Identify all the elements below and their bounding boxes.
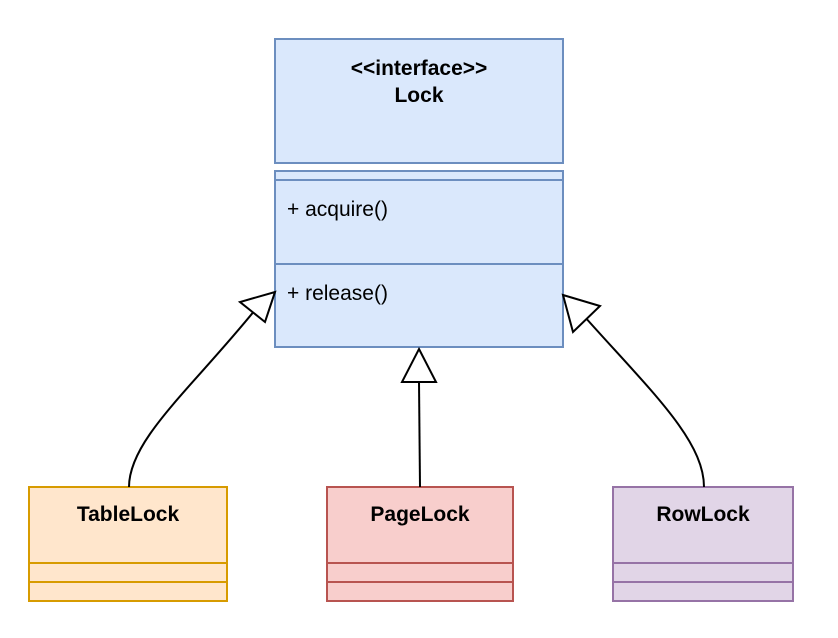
- method-release: + release(): [287, 282, 388, 305]
- interface-lock[interactable]: <<interface>> Lock + acquire() + release…: [274, 38, 564, 348]
- arrowhead-tablelock: [237, 290, 277, 324]
- edge-tablelock-to-lock[interactable]: [128, 309, 256, 488]
- class-tablelock-attributes: [28, 562, 228, 583]
- class-tablelock-header: [28, 486, 228, 564]
- interface-method-acquire-row: [274, 179, 564, 265]
- edge-rowlock-to-lock[interactable]: [583, 315, 705, 488]
- arrowhead-pagelock: [400, 346, 438, 383]
- class-rowlock-header: [612, 486, 794, 564]
- interface-name: Lock: [394, 84, 443, 107]
- realization-arrowheads: [237, 290, 602, 383]
- class-rowlock-methods: [612, 581, 794, 602]
- interface-method-release-row: [274, 263, 564, 348]
- interface-lock-header: [274, 38, 564, 164]
- class-rowlock-name: RowLock: [656, 503, 750, 526]
- realization-edges: [128, 309, 705, 488]
- class-tablelock-methods: [28, 581, 228, 602]
- class-pagelock-methods: [326, 581, 514, 602]
- class-pagelock-name: PageLock: [370, 503, 470, 526]
- class-rowlock[interactable]: RowLock: [612, 486, 794, 602]
- edge-pagelock-to-lock[interactable]: [418, 381, 421, 488]
- class-pagelock-attributes: [326, 562, 514, 583]
- class-tablelock-name: TableLock: [77, 503, 180, 526]
- method-acquire: + acquire(): [287, 198, 388, 221]
- arrowhead-rowlock: [561, 293, 602, 334]
- interface-stereotype: <<interface>>: [351, 57, 488, 80]
- class-pagelock[interactable]: PageLock: [326, 486, 514, 602]
- class-tablelock[interactable]: TableLock: [28, 486, 228, 602]
- class-rowlock-attributes: [612, 562, 794, 583]
- interface-attributes-compartment: [274, 170, 564, 181]
